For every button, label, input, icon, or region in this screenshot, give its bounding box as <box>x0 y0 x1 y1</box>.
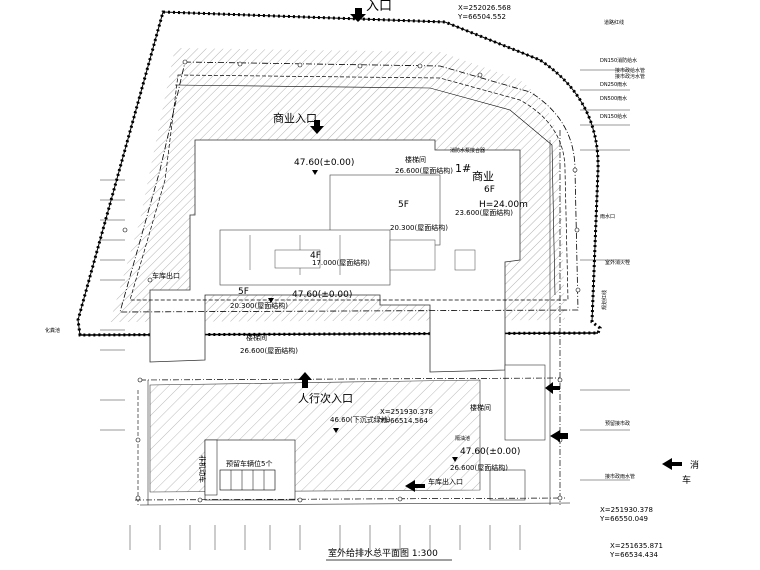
legend-item-2: DN250雨水 <box>600 81 627 88</box>
building-use: 商业 <box>472 169 494 183</box>
building-height: H=24.00m <box>479 200 528 210</box>
pipe-note-3: 隔油池 <box>455 435 470 442</box>
level-label-3: 47.60(±0.00) <box>460 447 520 457</box>
floor-5f-b: 5F <box>238 287 249 297</box>
coord-mid-y: Y=66514.564 <box>379 417 429 425</box>
entrance-top-label: 入口 <box>366 0 392 14</box>
floor-4f: 4F <box>310 251 321 261</box>
pedestrian-entrance-label: 人行次入口 <box>298 391 353 405</box>
pipe-note-2: 化粪池 <box>45 327 60 334</box>
coord-br1-x: X=251930.378 <box>600 506 653 514</box>
coord-top-y: Y=66504.552 <box>457 13 506 21</box>
stair-label-1: 楼梯间 <box>405 155 426 164</box>
pipe-note-1: 雨水口 <box>600 213 615 220</box>
roof-label-2: 23.600(屋面结构) <box>455 208 513 217</box>
coord-top-x: X=252026.568 <box>458 4 511 12</box>
road-red-line: 道路红线 <box>604 19 624 26</box>
road-red-line-2: 规划红线 <box>601 290 608 310</box>
bike-parking-label: 非机动车 <box>198 455 207 483</box>
legend-item-6: 接市政污水管 <box>615 73 645 80</box>
drawing-title: 室外给排水总平面图 1:300 <box>328 547 438 559</box>
coord-br2-x: X=251635.871 <box>610 542 663 550</box>
roof-label-3: 20.300(屋面结构) <box>390 223 448 232</box>
fire-truck-label: 消 <box>690 459 699 471</box>
roof-label-8: 46.60(下沉式绿地) <box>330 415 391 424</box>
pipe-note-5: 室外消火栓 <box>605 259 630 266</box>
car-entrance2-label: 车库出口 <box>152 271 180 280</box>
car-entrance-label: 车库出入口 <box>428 477 463 486</box>
legend-item-7: 接市政雨水管 <box>605 473 635 480</box>
floor-5f: 5F <box>398 200 409 210</box>
legend-item-4: DN150给水 <box>600 113 627 120</box>
stair-label-3: 楼梯间 <box>470 403 491 412</box>
building-number: 1# <box>455 162 471 175</box>
roof-label-1: 26.600(屋面结构) <box>395 166 453 175</box>
legend-item-8: 预留接市政 <box>605 420 630 427</box>
roof-label-7: 26.600(屋面结构) <box>450 463 508 472</box>
legend-item-5: 接市政给水管 <box>615 67 645 74</box>
roof-label-5: 20.300(屋面结构) <box>230 301 288 310</box>
level-label-2: 47.60(±0.00) <box>292 290 352 300</box>
stair-label-2: 楼梯间 <box>246 333 267 342</box>
level-label-1: 47.60(±0.00) <box>294 158 354 168</box>
legend-item-3: DN500雨水 <box>600 95 627 102</box>
roof-label-4: 17.000(屋面结构) <box>312 258 370 267</box>
legend-item-1: DN150消防给水 <box>600 57 637 64</box>
pipe-note-4: 消防水泵接合器 <box>450 147 485 154</box>
roof-label-6: 26.600(屋面结构) <box>240 346 298 355</box>
coord-br2-y: Y=66534.434 <box>609 551 659 559</box>
commercial-entrance-label: 商业入口 <box>273 111 317 125</box>
fire-truck-label-2: 车 <box>682 474 691 486</box>
building-floors: 6F <box>484 185 495 195</box>
coord-mid-x: X=251930.378 <box>380 408 433 416</box>
coord-br1-y: Y=66550.049 <box>599 515 648 523</box>
parking-note: 预留车辆位5个 <box>226 459 272 468</box>
